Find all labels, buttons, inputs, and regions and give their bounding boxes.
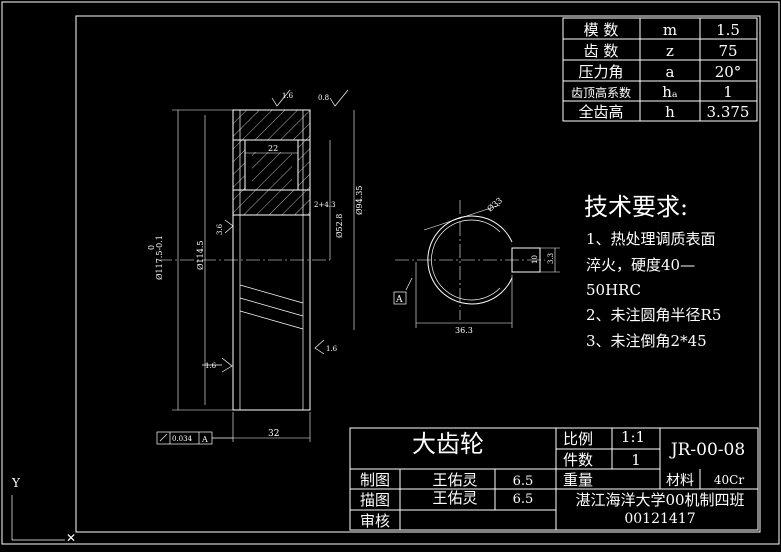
param-value-pressure-angle: 20° (715, 63, 742, 81)
drafted-label: 制图 (360, 471, 390, 489)
roughness-value-0-8: 0.8 (318, 94, 329, 102)
hub-bore-circle (427, 215, 513, 305)
tech-req-line-5: 3、未注倒角2*45 (586, 332, 707, 350)
param-name-tooth-height: 全齿高 (578, 103, 623, 121)
gear-body-outline (232, 109, 311, 411)
drafted-date: 6.5 (513, 474, 534, 489)
param-symbol-module: m (663, 21, 677, 39)
inner-frame (75, 15, 761, 533)
ucs-y-label: Y (11, 476, 21, 490)
material-label: 材料 (666, 473, 694, 489)
dim-dia-114: Ø114.5 (196, 241, 205, 270)
traced-date: 6.5 (513, 492, 534, 507)
tech-req-line-2: 淬火，硬度40— (586, 256, 695, 274)
ucs-icon: Y ✕ (11, 476, 76, 545)
roughness-symbol-right: 1.6 (314, 339, 338, 355)
roughness-value-1-6-b: 1.6 (205, 362, 217, 370)
material-value: 40Cr (714, 473, 744, 487)
tech-req-title: 技术要求: (584, 193, 688, 221)
dim-3-3: 3.3 (547, 253, 555, 264)
roughness-value-3-6: 3.6 (216, 223, 224, 235)
tech-req-line-3: 50HRC (586, 281, 641, 299)
review-label: 审核 (360, 512, 390, 530)
traced-label: 描图 (360, 491, 390, 509)
gear-parameter-table: 模 数 m 1.5 齿 数 z 75 压力角 a 20° 齿顶高系数 hₐ 1 … (562, 17, 758, 122)
drafted-name: 王佑灵 (432, 471, 477, 489)
param-name-module: 模 数 (584, 21, 619, 39)
drawing-number: JR-00-08 (669, 440, 745, 460)
title-block: 大齿轮 比例 1:1 件数 1 重量 JR-00-08 材料 40Cr 制图 王… (349, 427, 759, 531)
param-value-module: 1.5 (716, 21, 740, 39)
dim-dia-52: Ø52.8 (335, 214, 344, 238)
param-symbol-tooth-height: h (665, 103, 675, 121)
dim-width-32: 32 (268, 429, 279, 439)
weight-label: 重量 (563, 471, 593, 489)
roughness-symbol-top-left: 1.6 (271, 89, 294, 107)
param-value-addendum: 1 (723, 83, 733, 101)
ucs-x-mark: ✕ (66, 531, 76, 545)
tech-req-line-1: 1、热处理调质表面 (586, 230, 716, 248)
technical-requirements: 技术要求: 1、热处理调质表面 淬火，硬度40— 50HRC 2、未注圆角半径R… (584, 193, 721, 350)
qty-value: 1 (631, 451, 641, 469)
param-symbol-addendum: hₐ (662, 83, 678, 101)
param-value-teeth: 75 (718, 42, 737, 60)
param-value-tooth-height: 3.375 (707, 103, 750, 121)
datum-box (393, 291, 407, 305)
dim-keyway: 2+4.3 (314, 201, 335, 209)
tech-req-line-4: 2、未注圆角半径R5 (586, 306, 721, 324)
roughness-value-1-6-c: 1.6 (326, 345, 338, 353)
param-name-pressure-angle: 压力角 (578, 63, 623, 81)
tolerance-datum: A (201, 435, 208, 444)
dim-width-22: 22 (268, 144, 278, 153)
hub-end-view: Ø33 36.3 3.3 10 A (393, 196, 560, 335)
keyway (511, 247, 541, 273)
dim-dia-117: Ø117.5-0.1 (155, 235, 164, 280)
dim-dia-33: Ø33 (486, 196, 505, 214)
traced-name: 王佑灵 (432, 489, 477, 507)
param-symbol-teeth: z (666, 42, 674, 60)
student-id: 00121417 (624, 511, 695, 527)
gear-section-view: Ø117.5-0.1 0 Ø114.5 Ø52.8 Ø94.35 2+4.3 2… (147, 89, 364, 445)
scale-value: 1:1 (621, 428, 645, 446)
param-name-addendum: 齿顶高系数 (571, 85, 631, 100)
school-name: 湛江海洋大学00机制四班 (575, 491, 744, 509)
part-name: 大齿轮 (412, 430, 484, 458)
qty-label: 件数 (563, 451, 593, 469)
roughness-value-1-6: 1.6 (282, 92, 294, 100)
roughness-symbol-top-right: 0.8 (318, 89, 349, 107)
scale-label: 比例 (563, 430, 593, 448)
dim-dia-tol-upper: 0 (147, 245, 156, 250)
dim-dia-94: Ø94.35 (355, 186, 364, 215)
tolerance-value: 0.034 (172, 435, 193, 443)
param-symbol-pressure-angle: a (666, 63, 675, 81)
datum-label: A (395, 295, 403, 305)
param-name-teeth: 齿 数 (584, 42, 619, 60)
dim-10: 10 (531, 255, 539, 264)
roughness-symbol-left: 3.6 (216, 219, 234, 235)
tolerance-frame: 0.034 A (156, 431, 233, 445)
roughness-symbol-bottom-left: 1.6 (202, 357, 233, 373)
dim-36-3: 36.3 (455, 326, 473, 335)
